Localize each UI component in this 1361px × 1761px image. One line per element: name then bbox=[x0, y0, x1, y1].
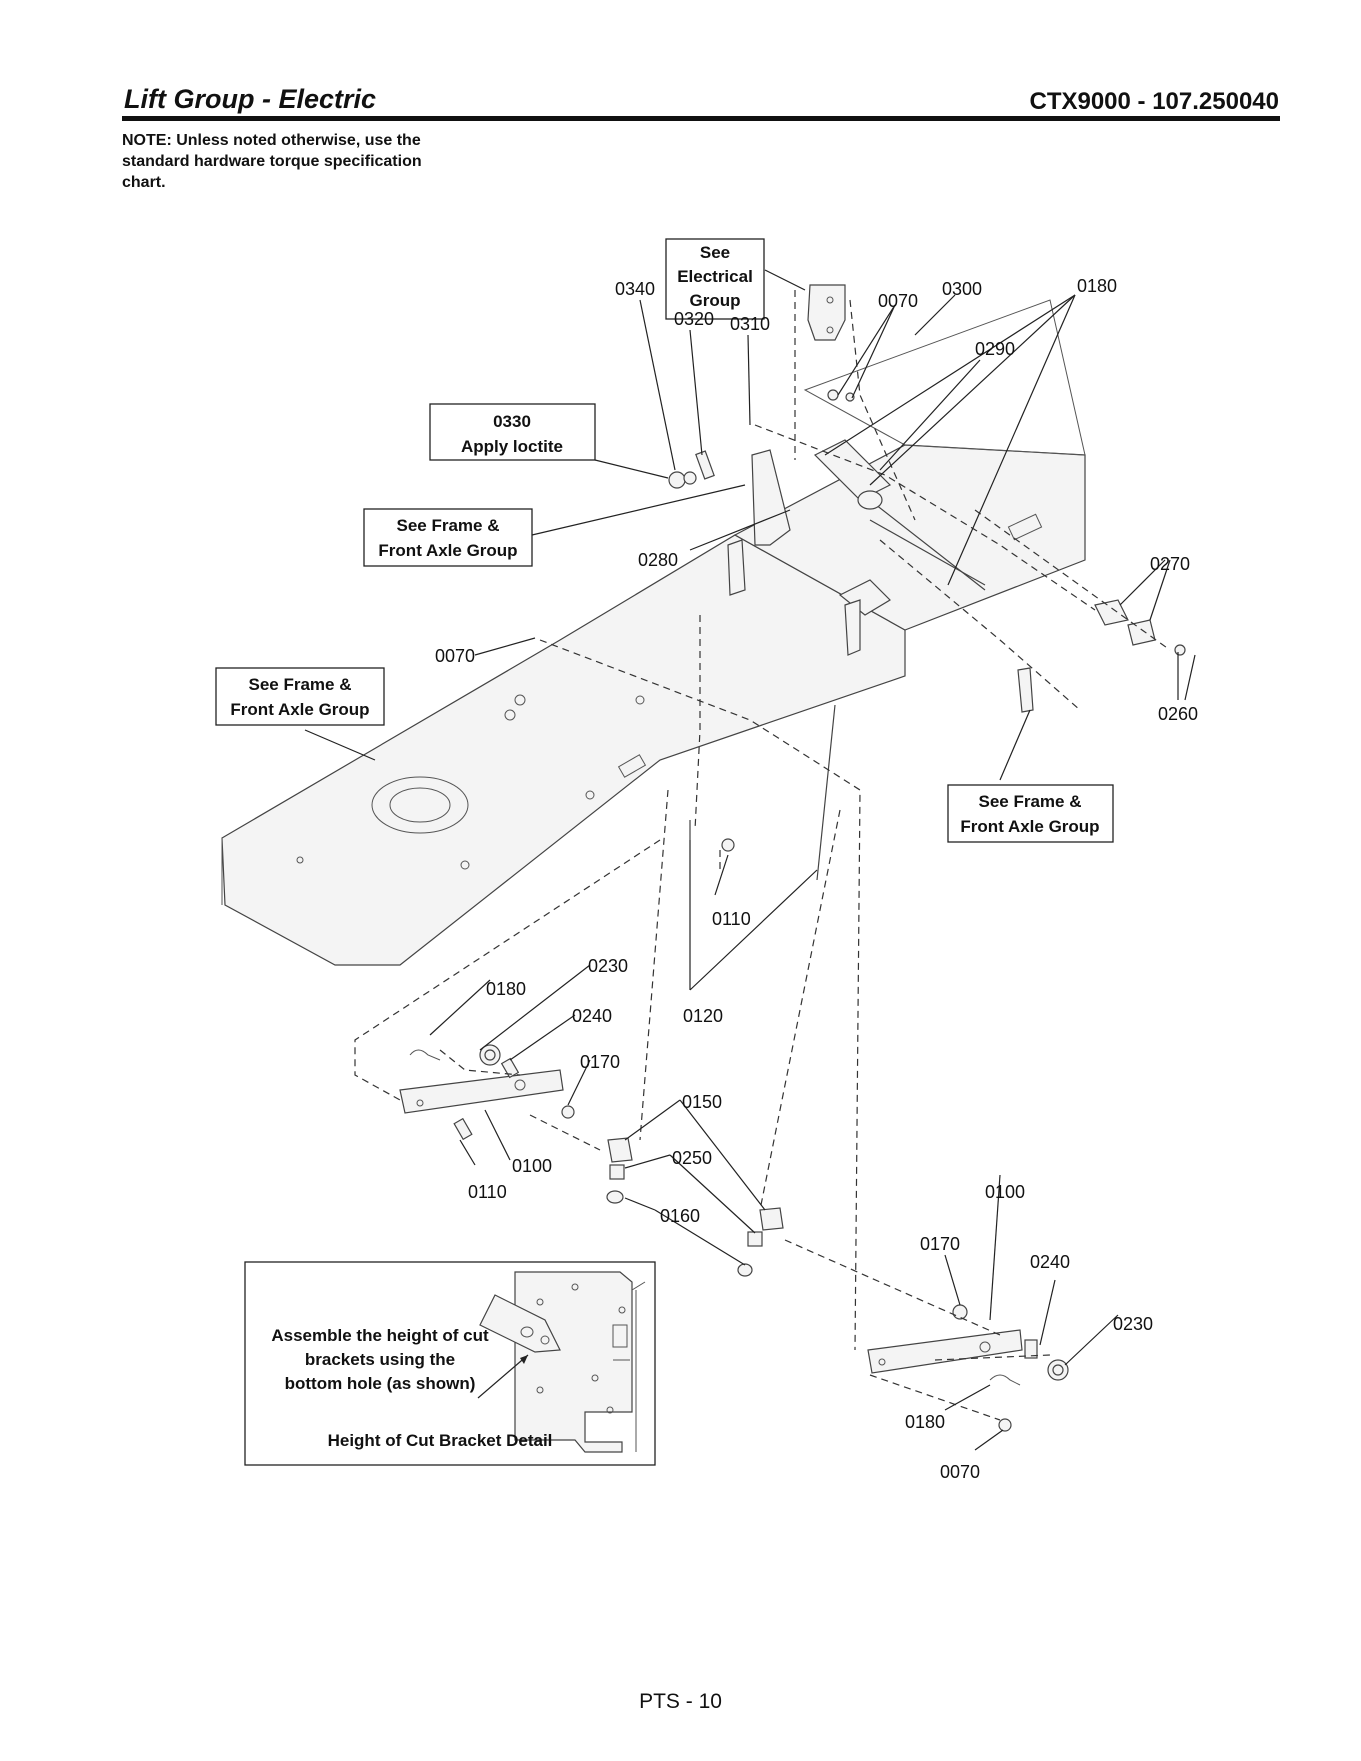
svg-text:Group: Group bbox=[690, 291, 741, 310]
svg-text:0330: 0330 bbox=[493, 412, 531, 431]
part-label: 0250 bbox=[672, 1148, 712, 1168]
right-clamps bbox=[1017, 599, 1186, 713]
part-label: 0070 bbox=[878, 291, 918, 311]
callout-frame-front-axle-3: See Frame & Front Axle Group bbox=[947, 784, 1114, 843]
frame-plate bbox=[221, 299, 1086, 966]
callout-apply-loctite: 0330 Apply loctite bbox=[429, 403, 596, 461]
part-label: 0270 bbox=[1150, 554, 1190, 574]
page-title: Lift Group - Electric bbox=[124, 84, 377, 114]
part-label: 0230 bbox=[1113, 1314, 1153, 1334]
model-number: CTX9000 - 107.250040 bbox=[1029, 88, 1279, 115]
part-label: 0110 bbox=[712, 909, 751, 929]
svg-text:Front Axle Group: Front Axle Group bbox=[230, 700, 369, 719]
callout-electrical-group: See Electrical Group bbox=[665, 238, 765, 320]
center-collars bbox=[606, 1137, 784, 1277]
part-label: 0320 bbox=[674, 309, 714, 329]
part-label: 0170 bbox=[920, 1234, 960, 1254]
part-label: 0110 bbox=[468, 1182, 507, 1202]
hoc-bracket-detail: Assemble the height of cut brackets usin… bbox=[244, 1261, 656, 1466]
part-label: 0240 bbox=[572, 1006, 612, 1026]
left-hoc-bracket bbox=[399, 1044, 575, 1141]
svg-text:Apply loctite: Apply loctite bbox=[461, 437, 563, 456]
part-label: 0290 bbox=[975, 339, 1015, 359]
svg-text:Front Axle Group: Front Axle Group bbox=[960, 817, 1099, 836]
svg-text:Height of Cut Bracket Detail: Height of Cut Bracket Detail bbox=[328, 1431, 553, 1450]
callout-frame-front-axle-1: See Frame & Front Axle Group bbox=[363, 508, 533, 567]
leader-lines bbox=[304, 269, 1196, 1451]
torque-note: NOTE: Unless noted otherwise, use the st… bbox=[122, 132, 422, 191]
part-label: 0310 bbox=[730, 314, 770, 334]
part-label: 0240 bbox=[1030, 1252, 1070, 1272]
svg-text:See Frame &: See Frame & bbox=[249, 675, 352, 694]
callout-frame-front-axle-2: See Frame & Front Axle Group bbox=[215, 667, 385, 726]
part-label: 0300 bbox=[942, 279, 982, 299]
right-hoc-bracket bbox=[867, 1304, 1069, 1432]
svg-text:See Frame &: See Frame & bbox=[397, 516, 500, 535]
part-label: 0100 bbox=[985, 1182, 1025, 1202]
part-label: 0230 bbox=[588, 956, 628, 976]
part-label: 0180 bbox=[486, 979, 526, 999]
part-label: 0280 bbox=[638, 550, 678, 570]
part-label: 0100 bbox=[512, 1156, 552, 1176]
svg-text:Assemble the height of cut: Assemble the height of cut bbox=[271, 1326, 489, 1345]
part-label: 0070 bbox=[435, 646, 475, 666]
part-label: 0170 bbox=[580, 1052, 620, 1072]
electrical-bracket bbox=[807, 284, 855, 402]
bolt-washer-set bbox=[668, 450, 715, 489]
assembly-lines bbox=[354, 290, 1171, 1421]
part-label: 0070 bbox=[940, 1462, 980, 1482]
page-footer: PTS - 10 bbox=[639, 1690, 722, 1713]
svg-text:Front Axle Group: Front Axle Group bbox=[378, 541, 517, 560]
svg-text:See: See bbox=[700, 243, 730, 262]
svg-text:bottom hole (as shown): bottom hole (as shown) bbox=[285, 1374, 476, 1393]
part-label: 0120 bbox=[683, 1006, 723, 1026]
part-label: 0150 bbox=[682, 1092, 722, 1112]
part-number-labels: 0070 0300 0290 0180 0340 0320 0310 0280 … bbox=[435, 276, 1198, 1482]
svg-text:brackets using the: brackets using the bbox=[305, 1350, 455, 1369]
part-label: 0160 bbox=[660, 1206, 700, 1226]
part-label: 0180 bbox=[905, 1412, 945, 1432]
part-label: 0260 bbox=[1158, 704, 1198, 724]
svg-text:Electrical: Electrical bbox=[677, 267, 753, 286]
lift-links bbox=[689, 704, 836, 881]
part-label: 0340 bbox=[615, 279, 655, 299]
svg-text:See Frame &: See Frame & bbox=[979, 792, 1082, 811]
header-rule bbox=[122, 116, 1280, 121]
part-label: 0180 bbox=[1077, 276, 1117, 296]
